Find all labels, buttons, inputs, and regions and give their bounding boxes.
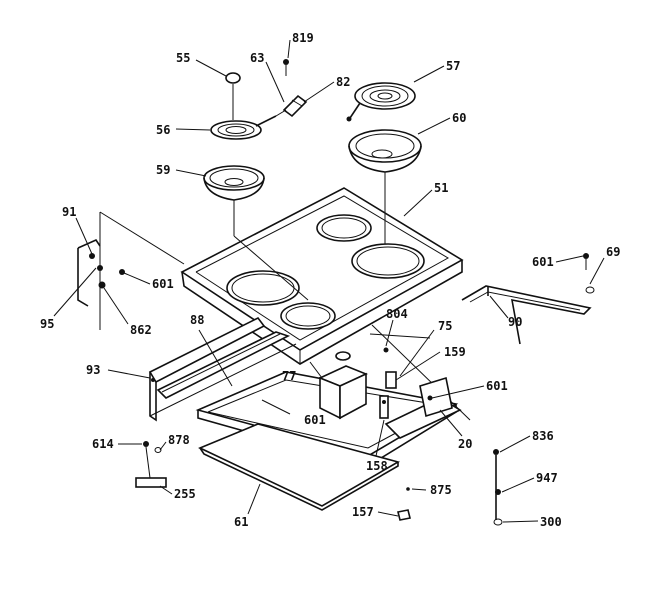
label-90: 90: [508, 315, 522, 329]
cooktop-main-top: [180, 187, 464, 365]
label-157: 157: [352, 505, 374, 519]
bottom-pan: [198, 423, 401, 511]
label-614: 614: [92, 437, 114, 451]
label-300: 300: [540, 515, 562, 529]
label-60: 60: [452, 111, 466, 125]
label-601-center: 601: [304, 413, 326, 427]
label-63: 63: [250, 51, 264, 65]
label-59: 59: [156, 163, 170, 177]
label-56: 56: [156, 123, 170, 137]
label-93: 93: [86, 363, 100, 377]
hardware-157: [397, 509, 411, 521]
large-burner-assembly: [346, 82, 422, 173]
label-159: 159: [444, 345, 466, 359]
rear-bracket: [461, 253, 595, 345]
label-819: 819: [292, 31, 314, 45]
label-836: 836: [532, 429, 554, 443]
label-55: 55: [176, 51, 190, 65]
front-control-panel: [148, 316, 297, 422]
label-875: 875: [430, 483, 452, 497]
label-69: 69: [606, 245, 620, 259]
label-88: 88: [190, 313, 204, 327]
label-57: 57: [446, 59, 460, 73]
label-255: 255: [174, 487, 196, 501]
small-burner-assembly: [203, 59, 308, 201]
leader-lines: [53, 39, 605, 523]
label-158: 158: [366, 459, 388, 473]
left-side-bracket: [77, 238, 125, 307]
label-601-rear: 601: [532, 255, 554, 269]
junction-box: [317, 351, 369, 420]
label-91: 91: [62, 205, 76, 219]
label-878: 878: [168, 433, 190, 447]
label-77: 77: [282, 369, 296, 383]
label-95: 95: [40, 317, 54, 331]
label-51: 51: [434, 181, 448, 195]
label-804: 804: [386, 307, 408, 321]
label-82: 82: [336, 75, 350, 89]
part-labels: 55 63 819 82 57 56 60 59 51 91 601 95 86…: [40, 31, 620, 529]
hardware-875: [406, 487, 410, 491]
label-75: 75: [438, 319, 452, 333]
label-61: 61: [234, 515, 248, 529]
label-947: 947: [536, 471, 558, 485]
label-601-right: 601: [486, 379, 508, 393]
label-862: 862: [130, 323, 152, 337]
label-601-left: 601: [152, 277, 174, 291]
right-hardware-column: [493, 449, 503, 526]
terminal-block-255: [135, 441, 167, 488]
label-20: 20: [458, 437, 472, 451]
